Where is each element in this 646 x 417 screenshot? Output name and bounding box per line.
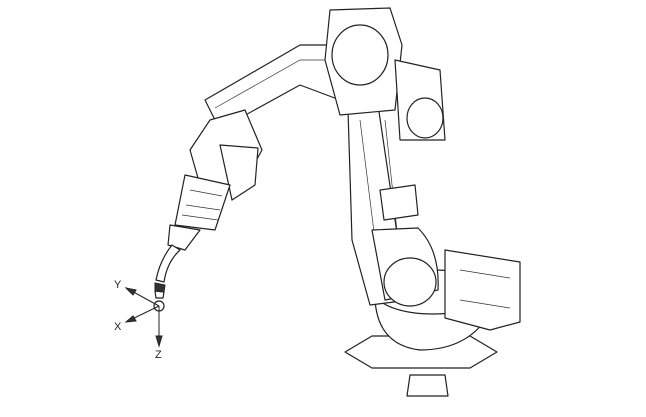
y-arrow-icon: [124, 287, 137, 296]
y-axis-label: Y: [114, 279, 122, 291]
z-arrow-icon: [155, 335, 163, 348]
z-axis-label: Z: [155, 349, 162, 361]
robot-lower-arm: [347, 104, 439, 307]
x-axis-label: X: [114, 321, 122, 333]
robot-wrist: [167, 109, 263, 251]
x-arrow-icon: [124, 315, 137, 323]
coordinate-axes: Y X Z: [114, 279, 165, 361]
welding-torch: [154, 244, 181, 299]
robot-upper-arm: [204, 7, 446, 141]
